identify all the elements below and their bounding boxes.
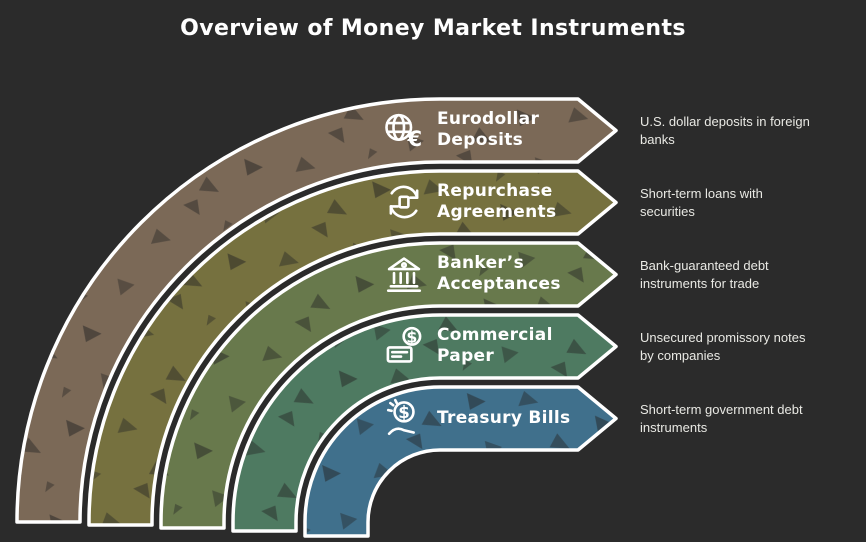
band-label-line2: Paper bbox=[437, 346, 495, 366]
band-label-repurchase-agreements: Repurchase Agreements bbox=[437, 181, 556, 223]
band-label-line2: Agreements bbox=[437, 202, 557, 222]
dollar-glyph: $ bbox=[406, 328, 417, 347]
band-label-bankers-acceptances: Banker’s Acceptances bbox=[437, 253, 561, 295]
band-label-commercial-paper: Commercial Paper bbox=[437, 325, 553, 367]
bank-icon bbox=[383, 253, 425, 295]
band-label-eurodollar-deposits: Eurodollar Deposits bbox=[437, 109, 539, 151]
band-label-line1: Repurchase bbox=[437, 181, 553, 201]
band-label-line1: Commercial bbox=[437, 325, 553, 345]
band-row-bankers-acceptances: Banker’s Acceptances bbox=[383, 248, 561, 300]
banknote-dollar-icon: $ bbox=[383, 325, 425, 367]
band-row-repurchase-agreements: Repurchase Agreements bbox=[383, 176, 556, 228]
dollar-glyph: $ bbox=[398, 403, 410, 422]
band-label-line2: Acceptances bbox=[437, 274, 561, 294]
euro-glyph: € bbox=[407, 127, 423, 151]
money-hand-icon: $ bbox=[383, 397, 425, 439]
band-label-line1: Treasury Bills bbox=[437, 407, 571, 428]
page-title: Overview of Money Market Instruments bbox=[180, 16, 686, 41]
band-description-bankers-acceptances: Bank-guaranteed debt instruments for tra… bbox=[640, 258, 769, 291]
band-description-eurodollar-deposits: U.S. dollar deposits in foreign banks bbox=[640, 114, 810, 147]
band-label-line1: Eurodollar bbox=[437, 109, 540, 129]
band-label-line1: Banker’s bbox=[437, 253, 524, 273]
band-row-eurodollar-deposits: € Eurodollar Deposits bbox=[383, 104, 539, 156]
band-row-treasury-bills: $ Treasury Bills bbox=[383, 392, 570, 444]
band-label-treasury-bills: Treasury Bills bbox=[437, 408, 570, 429]
band-description-commercial-paper: Unsecured promissory notes by companies bbox=[640, 330, 806, 363]
band-description-treasury-bills: Short-term government debt instruments bbox=[640, 402, 803, 435]
band-description-repurchase-agreements: Short-term loans with securities bbox=[640, 186, 763, 219]
band-row-commercial-paper: $ Commercial Paper bbox=[383, 320, 553, 372]
exchange-arrows-icon bbox=[383, 181, 425, 223]
euro-globe-icon: € bbox=[383, 109, 425, 151]
band-label-line2: Deposits bbox=[437, 130, 524, 150]
